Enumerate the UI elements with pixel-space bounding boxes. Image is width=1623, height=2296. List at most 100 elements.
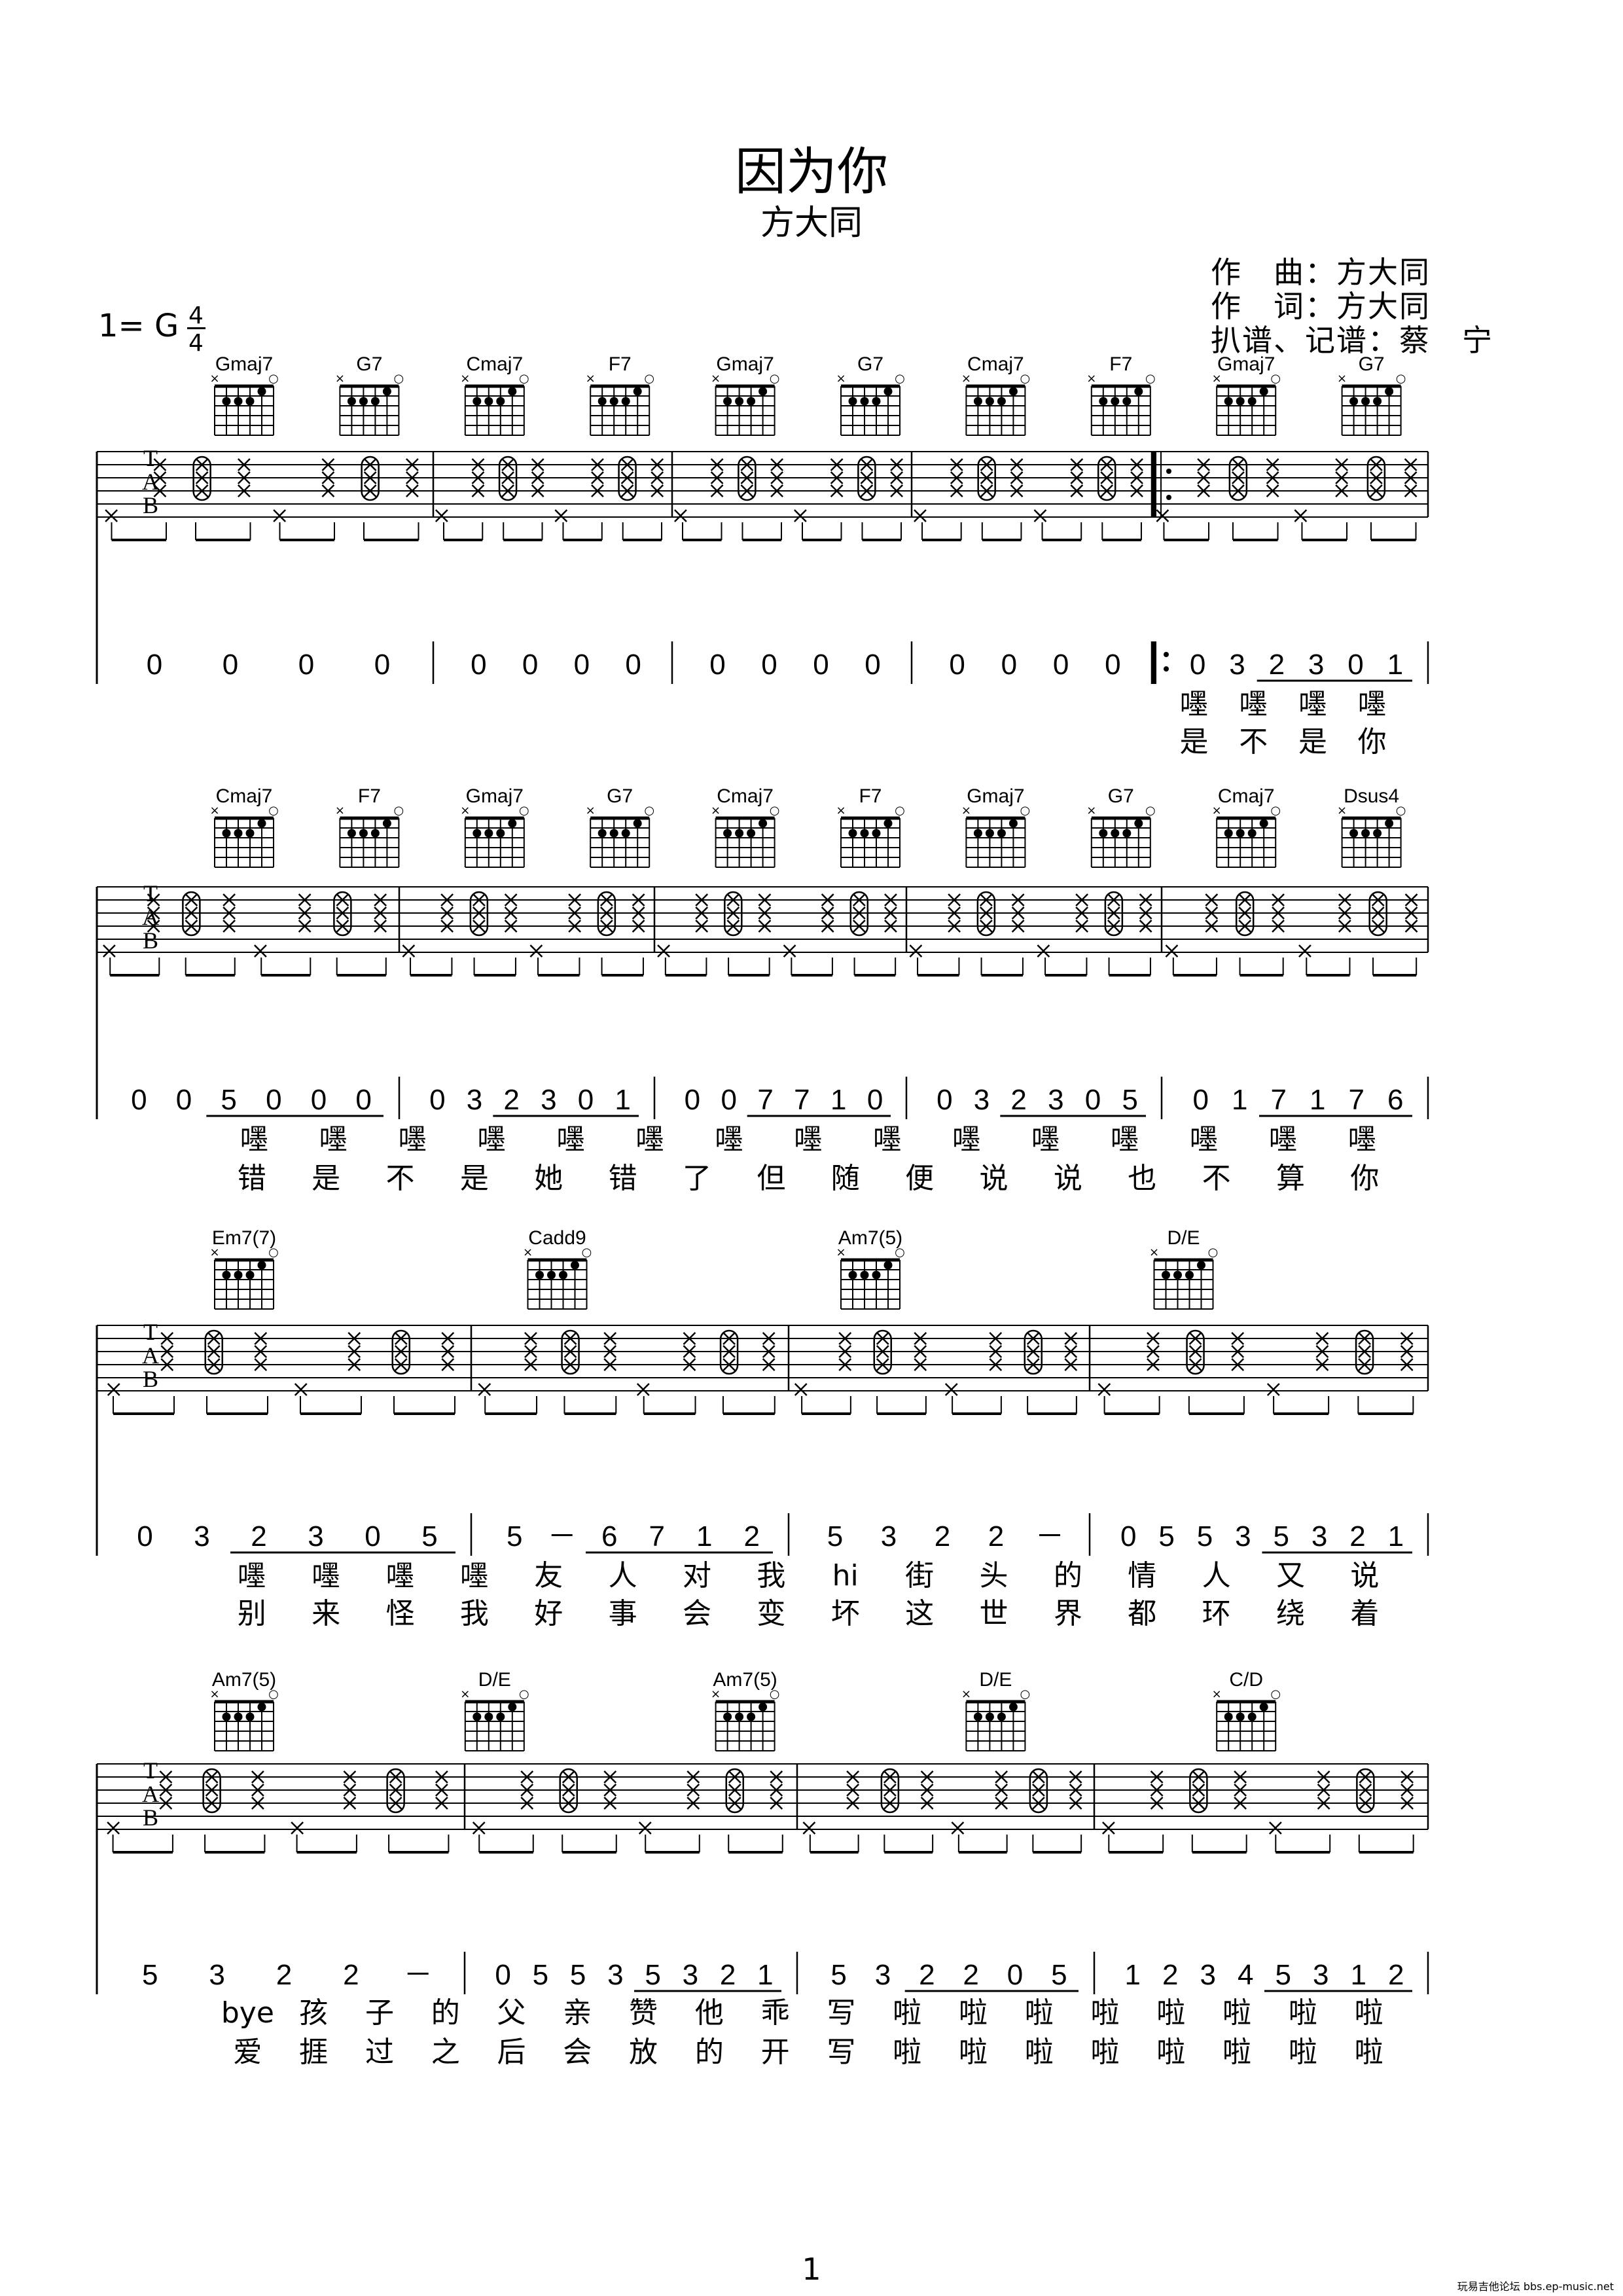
finger-dot [973,397,982,406]
chord-x-mark [838,1345,852,1358]
finger-dot [872,397,881,406]
x-stroke [821,906,834,920]
string-marker: ○ [1396,372,1406,386]
chord-x-mark [1315,1332,1329,1345]
x-stroke [1101,1821,1115,1835]
tab-letter-b: B [143,1804,158,1831]
tab-letter-b: B [143,1366,158,1392]
bass-x-mark [294,1383,308,1396]
x-stroke [1031,1770,1045,1784]
x-stroke [1338,893,1351,906]
bass-x-mark [794,1383,808,1396]
finger-dot [347,829,356,838]
x-stroke [1231,471,1245,484]
finger-dot [1373,829,1382,838]
x-stroke [1234,1797,1247,1810]
finger-dot [1236,829,1245,838]
finger-dot [1173,1270,1182,1280]
chord-x-mark [298,893,312,906]
x-stroke [223,906,236,920]
lyric-syllable: 会 [563,2036,592,2069]
chord-x-mark [632,893,645,906]
chord-diagram-cmaj7: ×○Cmaj7 [711,785,779,868]
chord-name: Gmaj7 [466,785,524,807]
chord-diagram-g7: ×○G7 [586,785,654,868]
lyric-syllable: 子 [365,1996,394,2030]
x-stroke [405,458,419,471]
chord-x-mark [995,1784,1008,1797]
x-stroke [651,484,664,497]
x-stroke [710,471,724,484]
tab-letter-a: A [142,1781,159,1807]
lyric-syllable: 的 [695,2036,724,2069]
lyric-syllable: 后 [497,2036,526,2069]
bass-x-mark [107,1821,120,1835]
string-marker: ○ [268,804,279,817]
lyric-syllable: 不 [385,1162,414,1195]
chord-x-mark [405,484,419,497]
chord-x-mark [1130,471,1143,484]
chord-diagram-cmaj7: ×○Cmaj7 [460,353,529,436]
x-stroke [1317,1784,1330,1797]
x-stroke [254,1345,268,1358]
chord-x-mark [1075,893,1089,906]
forum-watermark: 玩易吉他论坛 bbs.ep-music.net [1457,2280,1614,2293]
finger-dot [484,397,493,406]
finger-dot [1099,829,1108,838]
chord-x-mark [223,906,236,920]
lyric-syllable: 之 [431,2036,460,2069]
string-marker: ○ [1145,372,1156,386]
x-stroke [237,471,251,484]
x-stroke [223,893,236,906]
bass-x-mark [673,509,687,522]
jianpu-note: 3 [308,1520,323,1552]
lyric-syllable: 嚜 [385,1559,414,1592]
chord-x-mark [1335,458,1349,471]
jianpu-note: 3 [467,1084,482,1116]
jianpu-note: 0 [429,1084,445,1116]
x-stroke [1130,484,1143,497]
chord-x-mark [153,458,167,471]
x-stroke [1033,509,1047,522]
x-stroke [1338,906,1351,920]
x-stroke [1294,509,1308,522]
sustain-oval [1097,456,1116,501]
sustain-oval [561,1329,580,1375]
chord-x-mark [441,1345,455,1358]
lyric-syllable: 人 [609,1559,637,1592]
chord-x-mark [852,893,866,906]
jianpu-note: 0 [1105,649,1120,681]
x-stroke [722,1332,736,1345]
jianpu-note: 2 [988,1520,1004,1552]
x-stroke [1205,920,1219,933]
chord-diagram-f7: ×○F7 [335,785,404,868]
jianpu-note: 0 [374,649,390,681]
repeat-dot [1164,652,1169,657]
chord-x-mark [251,1770,264,1784]
x-stroke [651,458,664,471]
jianpu-note: 3 [1308,649,1324,681]
chord-x-mark [568,920,582,933]
x-stroke [471,458,485,471]
chord-x-mark [524,1345,537,1358]
x-stroke [728,1770,741,1784]
lyric-syllable: 嚜 [240,1122,268,1156]
finger-dot [985,397,994,406]
x-stroke [251,1784,264,1797]
sustain-oval [1355,1329,1374,1375]
chord-x-mark [1064,1332,1078,1345]
artist-name: 方大同 [760,204,863,243]
x-stroke [989,1358,1003,1371]
bass-x-mark [273,509,287,522]
jianpu-note: 7 [757,1084,773,1116]
x-stroke [1147,1345,1160,1358]
x-stroke [950,471,963,484]
finger-dot [1111,829,1120,838]
string-marker: × [1337,804,1347,817]
chord-x-mark [1315,1358,1329,1371]
chord-x-mark [254,1358,268,1371]
chord-name: Cmaj7 [1218,785,1275,807]
chord-x-mark [405,458,419,471]
x-stroke [363,458,377,471]
lyric-syllable: 啦 [959,1996,988,2030]
